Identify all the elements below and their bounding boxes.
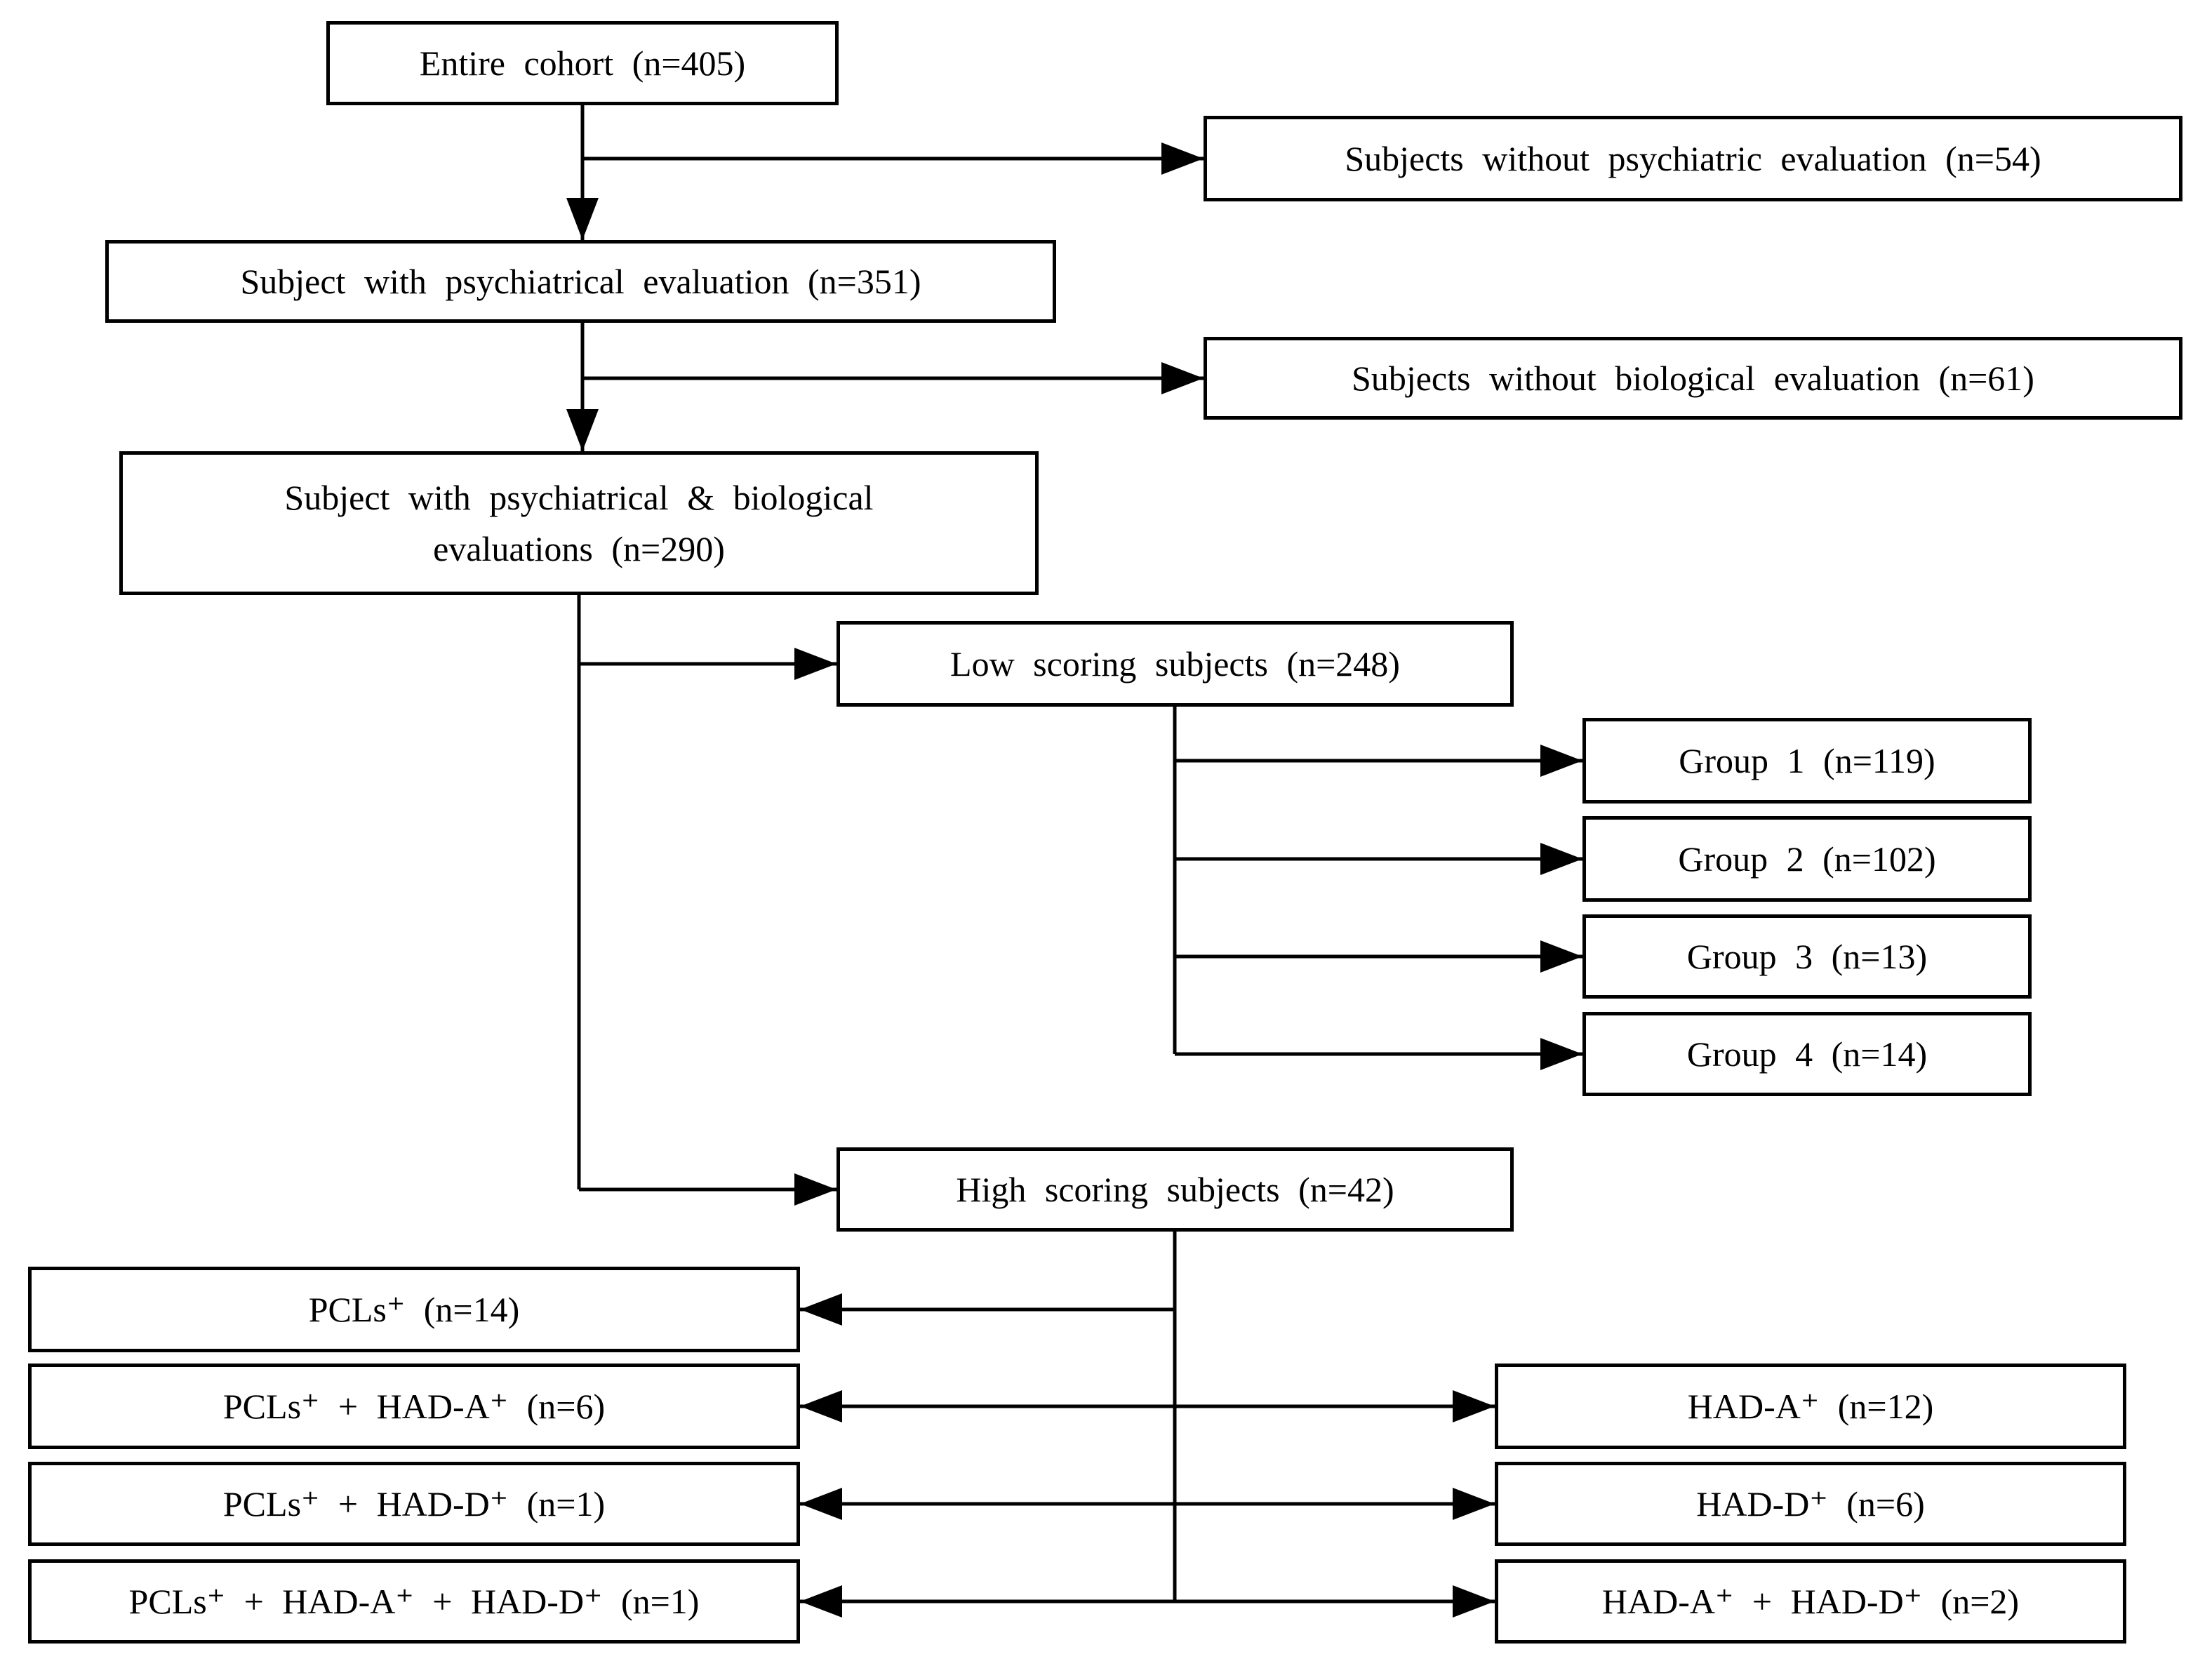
node-subject-with-psychiatrical-evaluation: Subject with psychiatrical evaluation (n… (105, 240, 1056, 323)
node-label: PCLs⁺ (n=14) (308, 1289, 520, 1329)
node-had-a-plus-had-d: HAD-A⁺ + HAD-D⁺ (n=2) (1495, 1559, 2126, 1644)
node-label: Group 3 (n=13) (1686, 936, 1928, 976)
node-entire-cohort: Entire cohort (n=405) (326, 21, 839, 105)
node-group-1: Group 1 (n=119) (1582, 718, 2032, 804)
node-subjects-without-biological-evaluation: Subjects without biological evaluation (… (1204, 337, 2182, 420)
node-label-line2: evaluations (n=290) (433, 528, 725, 568)
node-pcls-plus-had-a: PCLs⁺ + HAD-A⁺ (n=6) (28, 1364, 800, 1449)
node-label: HAD-D⁺ (n=6) (1696, 1484, 1925, 1524)
node-pcls-plus-had-a-plus-had-d: PCLs⁺ + HAD-A⁺ + HAD-D⁺ (n=1) (28, 1559, 800, 1644)
node-subject-with-psychiatrical-and-biological-evaluations: Subject with psychiatrical & biological … (119, 451, 1039, 595)
node-group-2: Group 2 (n=102) (1582, 816, 2032, 902)
node-had-a-positive: HAD-A⁺ (n=12) (1495, 1364, 2126, 1449)
node-label: High scoring subjects (n=42) (956, 1169, 1394, 1209)
node-label-line1: Subject with psychiatrical & biological (284, 478, 874, 517)
node-label: Group 2 (n=102) (1678, 839, 1936, 879)
node-pcls-plus-had-d: PCLs⁺ + HAD-D⁺ (n=1) (28, 1462, 800, 1546)
node-high-scoring-subjects: High scoring subjects (n=42) (836, 1147, 1514, 1232)
node-label: Group 1 (n=119) (1679, 740, 1935, 780)
node-label: PCLs⁺ + HAD-D⁺ (n=1) (222, 1484, 606, 1524)
node-label: Subject with psychiatrical evaluation (n… (240, 261, 921, 301)
node-low-scoring-subjects: Low scoring subjects (n=248) (836, 621, 1514, 707)
node-label: Subjects without biological evaluation (… (1352, 358, 2034, 398)
node-had-d-positive: HAD-D⁺ (n=6) (1495, 1462, 2126, 1546)
node-label: PCLs⁺ + HAD-A⁺ (n=6) (222, 1386, 606, 1426)
node-group-3: Group 3 (n=13) (1582, 914, 2032, 999)
node-label: Subject with psychiatrical & biological … (284, 472, 873, 574)
node-label: Group 4 (n=14) (1686, 1034, 1928, 1074)
node-label: Entire cohort (n=405) (419, 43, 746, 83)
node-label: HAD-A⁺ + HAD-D⁺ (n=2) (1601, 1581, 2020, 1621)
node-label: Subjects without psychiatric evaluation … (1345, 138, 2041, 178)
node-pcls-positive: PCLs⁺ (n=14) (28, 1267, 800, 1352)
node-group-4: Group 4 (n=14) (1582, 1012, 2032, 1096)
node-label: Low scoring subjects (n=248) (950, 644, 1400, 684)
node-subjects-without-psychiatric-evaluation: Subjects without psychiatric evaluation … (1204, 116, 2182, 201)
node-label: PCLs⁺ + HAD-A⁺ + HAD-D⁺ (n=1) (128, 1581, 700, 1621)
node-label: HAD-A⁺ (n=12) (1687, 1386, 1934, 1426)
